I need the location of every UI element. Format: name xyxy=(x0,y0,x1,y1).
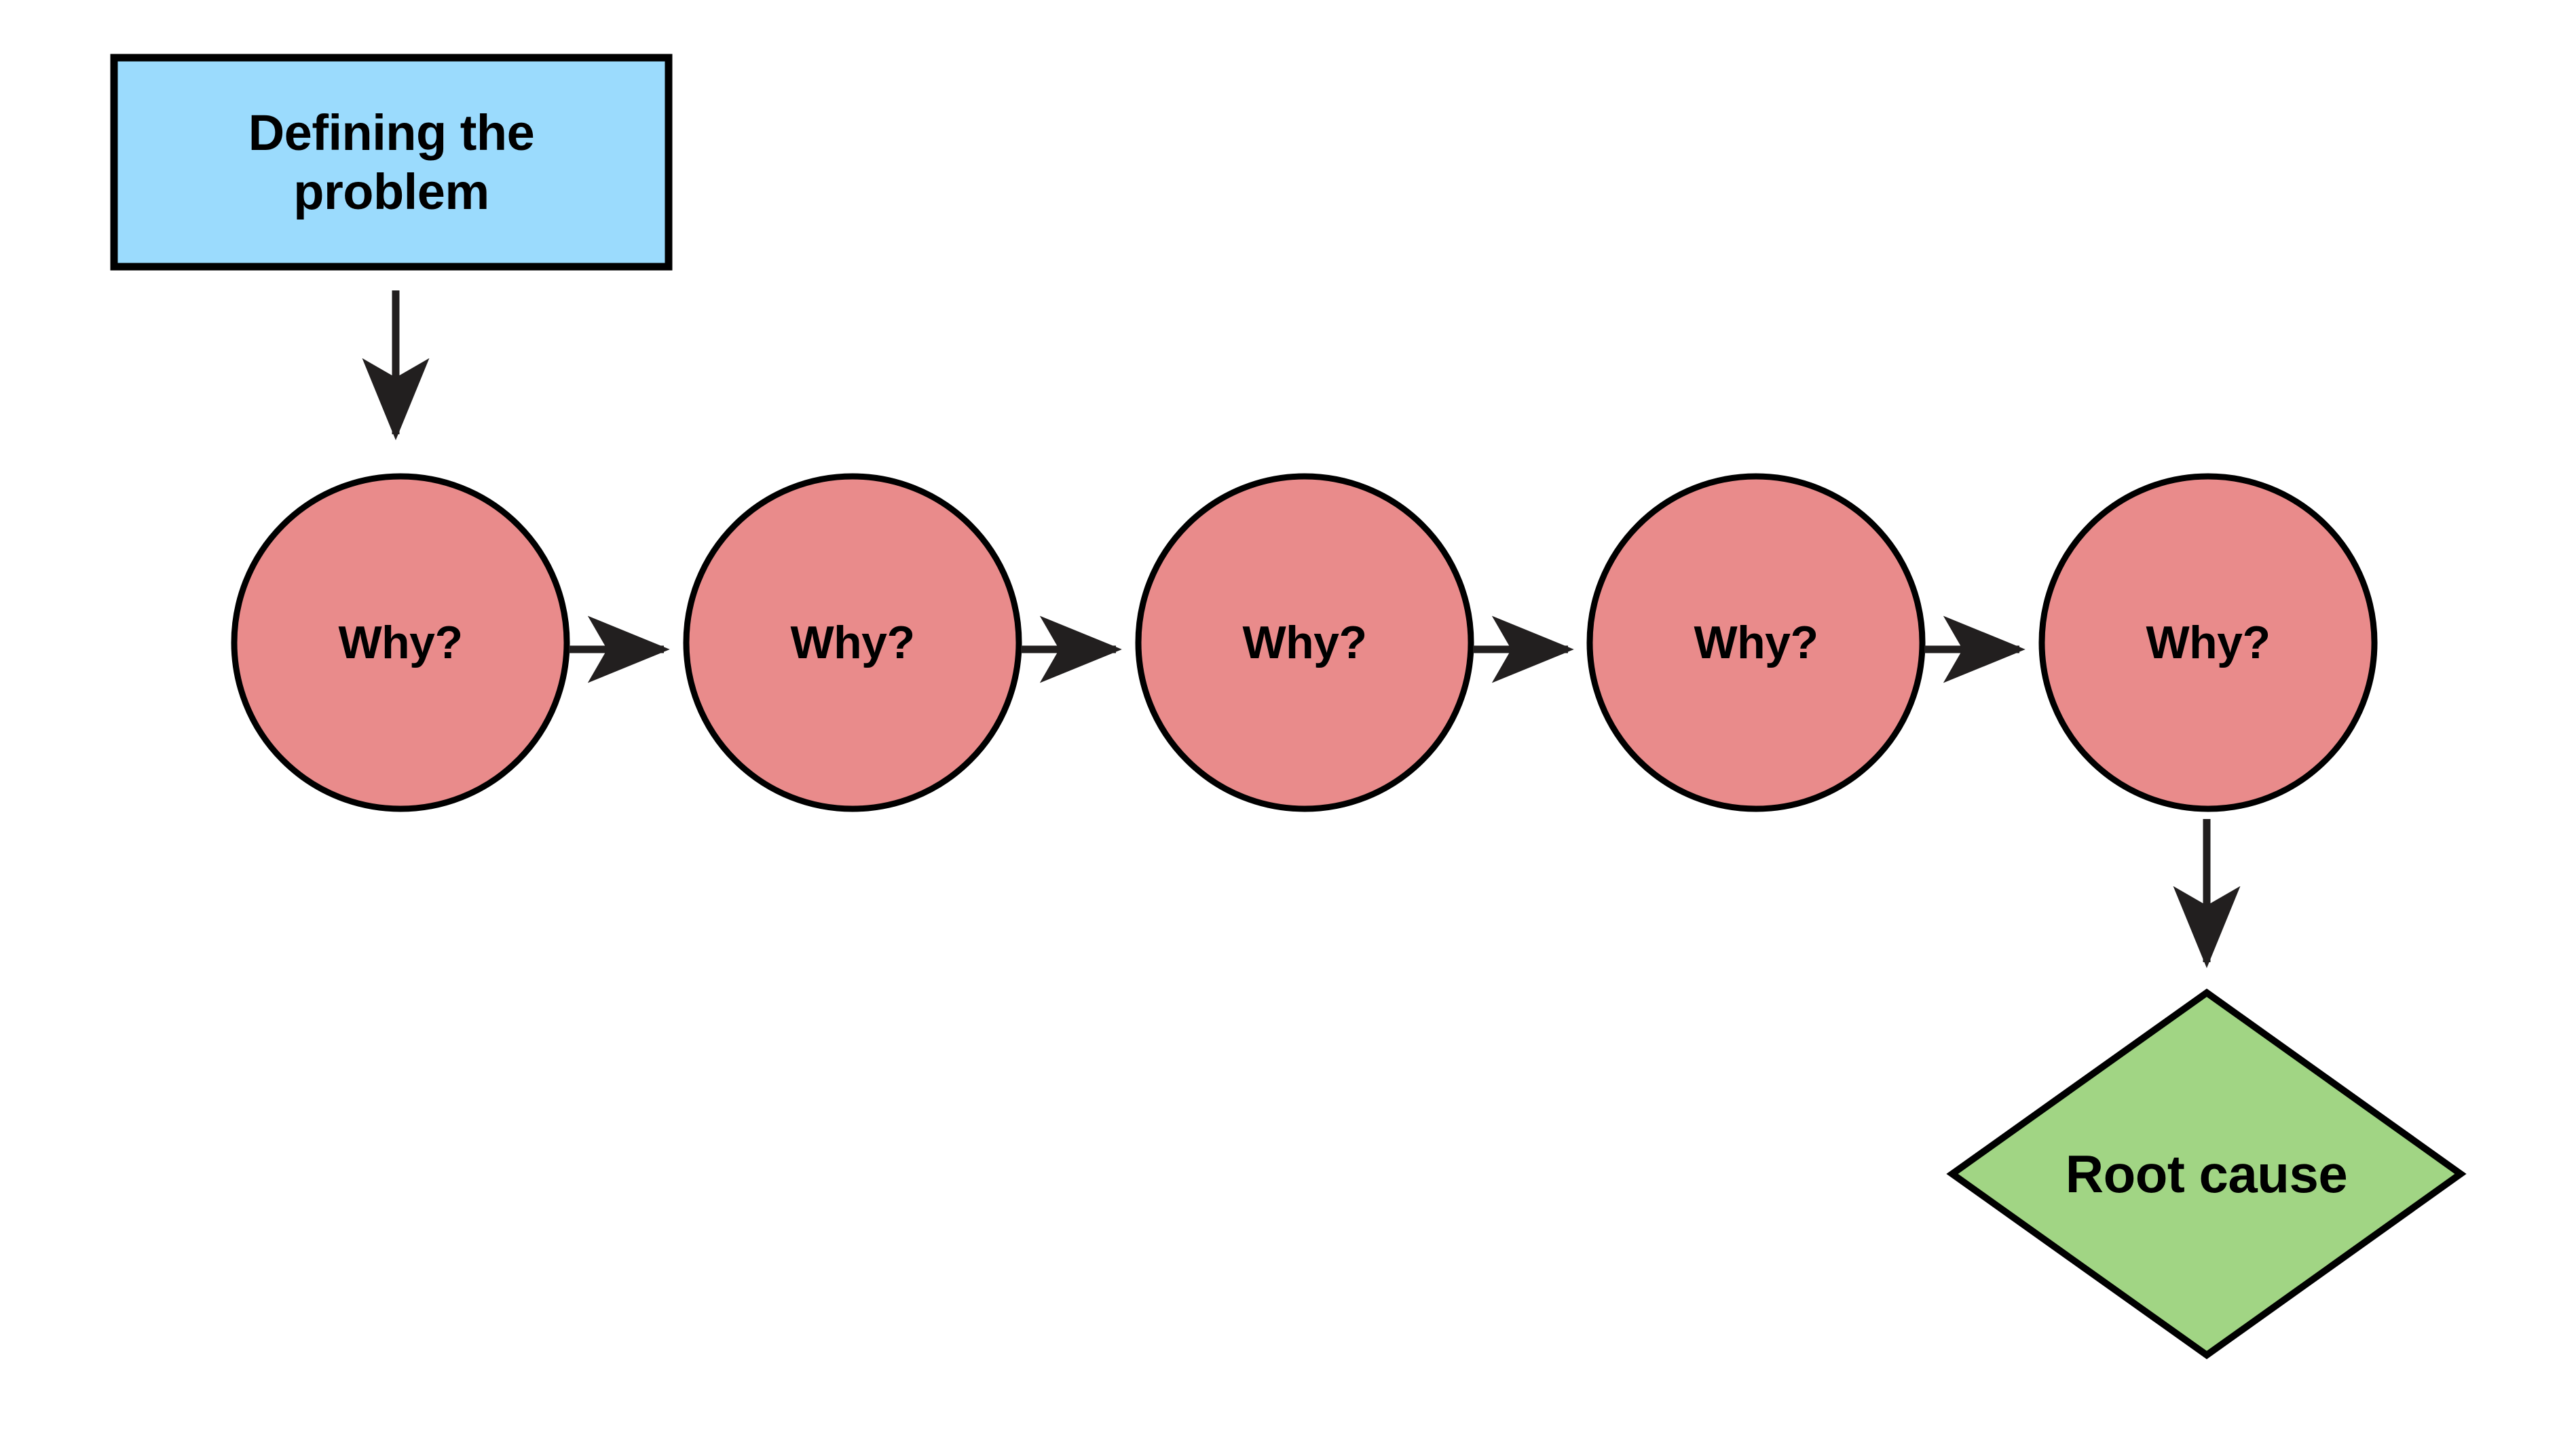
why-circle-3[interactable] xyxy=(1135,473,1474,812)
why-circle-2[interactable] xyxy=(683,473,1022,812)
why-circle-1[interactable] xyxy=(231,473,570,812)
root-cause-diamond[interactable] xyxy=(1946,988,2467,1360)
problem-box[interactable] xyxy=(110,54,673,271)
why-circle-5[interactable] xyxy=(2038,473,2378,812)
why-circle-4[interactable] xyxy=(1586,473,1926,812)
